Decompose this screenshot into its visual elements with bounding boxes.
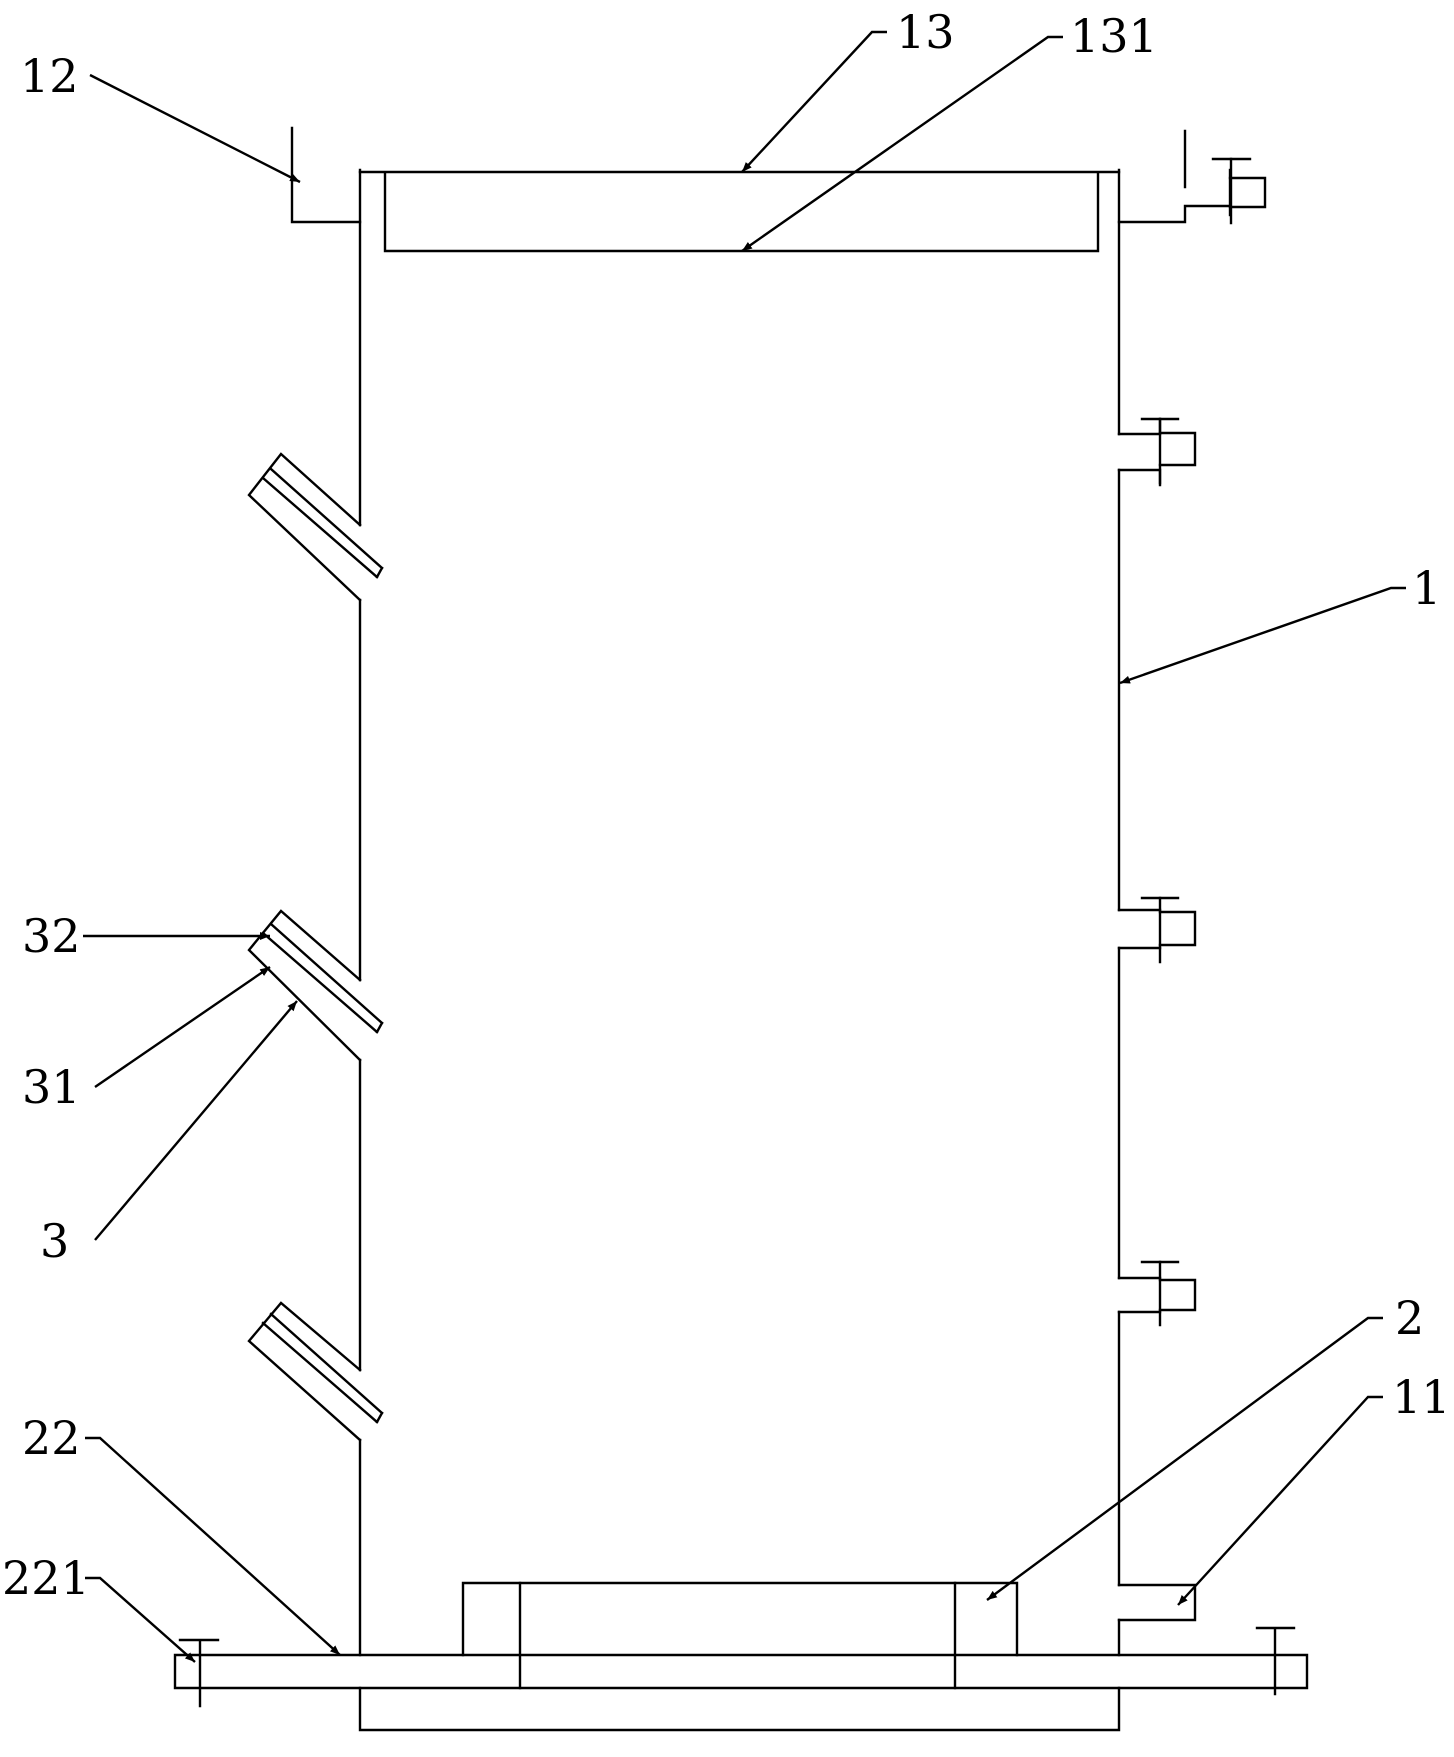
label-13: 13 xyxy=(896,5,955,59)
label-22: 22 xyxy=(22,1411,81,1465)
top-cover xyxy=(358,170,1121,253)
part-labels: 12 13 131 1 32 31 3 2 11 22 221 xyxy=(2,5,1451,1605)
label-31: 31 xyxy=(22,1060,81,1114)
inner-lid-plate xyxy=(383,172,1100,253)
right-flange-fitting-middle xyxy=(1117,896,1197,964)
leader-12 xyxy=(89,73,301,184)
label-221: 221 xyxy=(2,1551,90,1605)
right-flange-fitting-lower xyxy=(1117,1260,1197,1327)
right-flange-fitting-upper xyxy=(1117,417,1197,487)
leader-2 xyxy=(986,1316,1383,1601)
label-11: 11 xyxy=(1392,1370,1451,1424)
label-3: 3 xyxy=(40,1214,69,1268)
leader-131 xyxy=(741,35,1063,252)
leader-1 xyxy=(1119,586,1406,685)
label-32: 32 xyxy=(22,909,81,963)
leader-31 xyxy=(94,966,271,1088)
base-bolt-right xyxy=(1255,1626,1296,1696)
leader-221 xyxy=(85,1576,196,1663)
label-12: 12 xyxy=(20,49,79,103)
leader-22 xyxy=(85,1436,341,1656)
top-right-outlet xyxy=(1117,129,1267,225)
base-flange-plate xyxy=(173,1653,1309,1690)
bottom-base xyxy=(173,1581,1309,1732)
base-bottom-skirt xyxy=(358,1686,1121,1732)
base-inner-lines xyxy=(518,1581,957,1690)
label-1: 1 xyxy=(1412,561,1441,615)
base-raised-boss xyxy=(461,1581,1019,1657)
inclined-nozzle-lower xyxy=(247,1301,384,1442)
main-cylinder-body xyxy=(358,168,1121,1657)
leader-11 xyxy=(1177,1395,1383,1606)
leader-3 xyxy=(94,1000,298,1241)
base-bolt-left xyxy=(178,1638,220,1708)
label-2: 2 xyxy=(1395,1291,1424,1345)
inclined-nozzle-upper xyxy=(247,452,384,602)
label-131: 131 xyxy=(1070,9,1158,63)
right-lower-outlet-pipe xyxy=(1117,1583,1197,1622)
leader-lines xyxy=(83,30,1406,1663)
inclined-nozzle-middle xyxy=(247,909,384,1062)
top-left-outlet-pipe xyxy=(290,126,362,224)
leader-13 xyxy=(741,30,887,173)
